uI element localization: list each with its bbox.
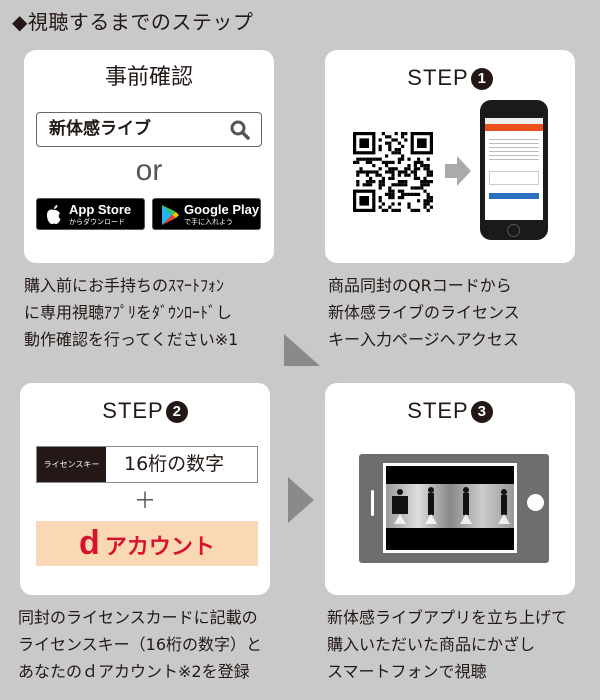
caption-line: 購入いただいた商品にかざし [327, 635, 536, 654]
precheck-caption: 購入前にお手持ちのｽﾏｰﾄﾌｫﾝ に専用視聴ｱﾌﾟﾘをﾀﾞｳﾝﾛｰﾄﾞし 動作確… [24, 272, 238, 353]
caption-line: スマートフォンで視聴 [327, 662, 487, 681]
performers-silhouette [392, 487, 510, 524]
google-play-icon [162, 205, 179, 225]
plus-sign: ＋ [133, 489, 156, 514]
arrow-right-icon [445, 156, 471, 186]
app-store-label: App Store [69, 201, 132, 217]
google-play-sub: で手に入れよう [184, 217, 233, 226]
search-box[interactable]: 新体感ライブ [36, 112, 262, 147]
caption-line: に専用視聴ｱﾌﾟﾘをﾀﾞｳﾝﾛｰﾄﾞし [24, 303, 233, 322]
search-value: 新体感ライブ [49, 119, 151, 139]
caption-line: 商品同封のQRコードから [328, 276, 512, 295]
step1-caption: 商品同封のQRコードから 新体感ライブのライセンス キー入力ページへアクセス [328, 272, 520, 353]
smartphone-landscape-image [359, 454, 549, 563]
step-number: 1 [470, 68, 493, 90]
app-store-sub: からダウンロード [69, 217, 125, 226]
license-key-label: ライセンスキー [37, 447, 106, 482]
caption-line: キー入力ページへアクセス [328, 330, 519, 349]
d-account-logo: d アカウント [36, 521, 258, 566]
caption-line: 購入前にお手持ちのｽﾏｰﾄﾌｫﾝ [24, 276, 225, 295]
smartphone-image [480, 100, 548, 240]
d-account-text: アカウント [104, 535, 215, 560]
app-store-button[interactable]: App Store からダウンロード [36, 198, 145, 230]
caption-line: 動作確認を行ってください※1 [24, 330, 239, 349]
arrow-diagonal-icon [284, 334, 320, 366]
qr-code [353, 132, 433, 212]
step-label: STEP [407, 65, 469, 90]
step-number: 2 [165, 401, 188, 423]
caption-line: 新体感ライブのライセンス [328, 303, 520, 322]
caption-line: あなたのｄアカウント※2を登録 [18, 662, 250, 681]
page-title: ◆視聴するまでのステップ [12, 10, 254, 34]
precheck-card: 事前確認 新体感ライブ or App Store からダウンロード Google… [24, 50, 274, 263]
step-label: STEP [102, 398, 164, 423]
step2-caption: 同封のライセンスカードに記載の ライセンスキー（16桁の数字）と あなたのｄアカ… [18, 604, 262, 685]
google-play-button[interactable]: Google Play で手に入れよう [152, 198, 261, 230]
step-number: 3 [470, 401, 493, 423]
google-play-text: Google Play で手に入れよう [184, 201, 259, 227]
step-label: STEP [407, 398, 469, 423]
license-key-value: 16桁の数字 [124, 453, 225, 475]
caption-line: 新体感ライブアプリを立ち上げて [327, 608, 568, 627]
precheck-heading: 事前確認 [104, 65, 193, 90]
caption-line: ライセンスキー（16桁の数字）と [18, 635, 263, 654]
d-letter: d [79, 524, 100, 562]
search-icon [230, 120, 250, 140]
caption-line: 同封のライセンスカードに記載の [18, 608, 258, 627]
or-text: or [135, 154, 163, 187]
app-store-text: App Store からダウンロード [69, 201, 131, 227]
step3-caption: 新体感ライブアプリを立ち上げて 購入いただいた商品にかざし スマートフォンで視聴 [327, 604, 567, 685]
google-play-label: Google Play [184, 201, 260, 217]
license-key-box: ライセンスキー 16桁の数字 [36, 446, 258, 483]
arrow-right-icon [288, 477, 314, 523]
apple-icon [47, 205, 61, 224]
